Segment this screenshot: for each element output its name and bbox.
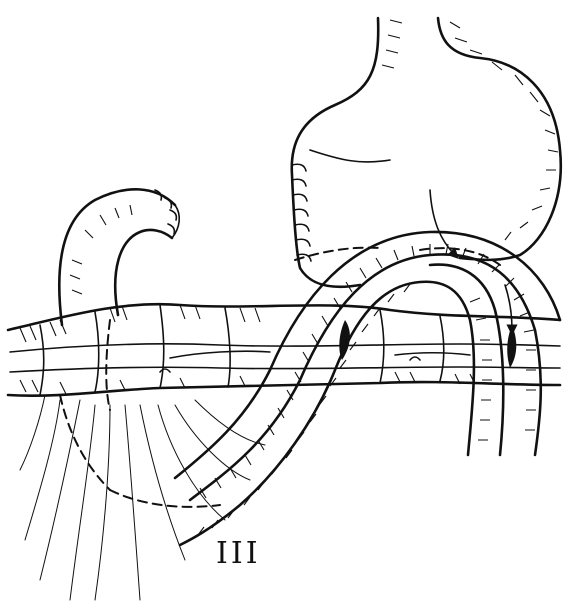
gastric-stump — [292, 18, 561, 287]
figure-label: III — [216, 536, 276, 571]
dark-lumen-mark — [339, 320, 350, 360]
anastomosis-loop — [175, 232, 560, 545]
colon-hatching — [20, 305, 475, 394]
transverse-colon — [8, 304, 560, 396]
flow-arrow — [430, 190, 455, 255]
dark-lumen-mark-right — [507, 325, 516, 368]
stomach-hatching — [382, 20, 558, 240]
flow-arrow-lower — [505, 285, 512, 330]
colon-haustra — [40, 305, 444, 395]
